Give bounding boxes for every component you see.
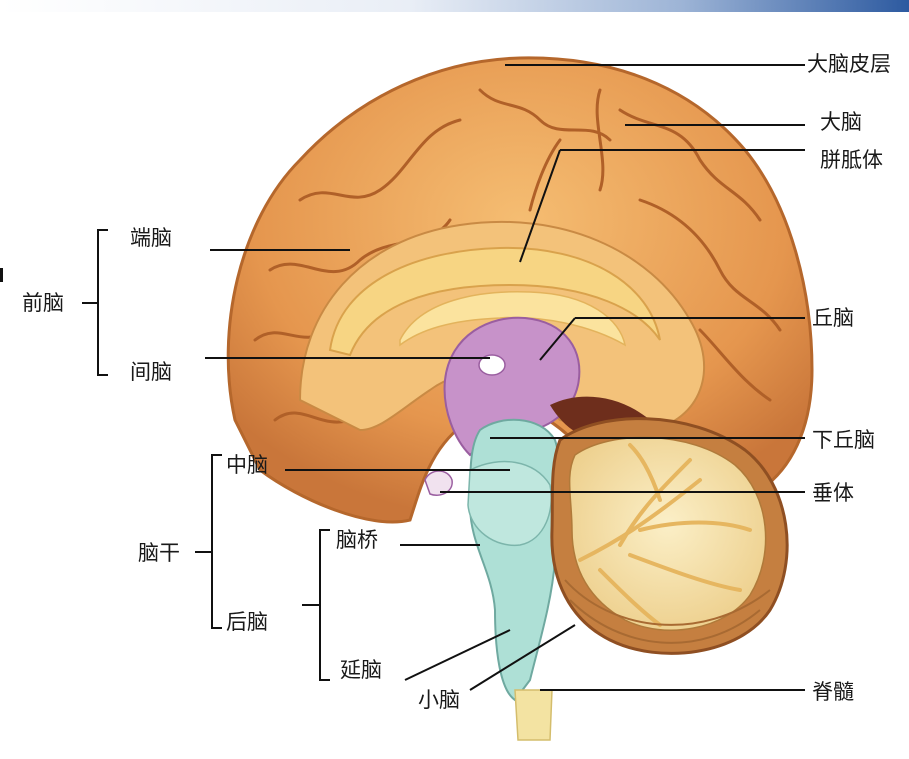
label-pons: 脑桥 xyxy=(336,530,378,551)
label-telencephalon: 端脑 xyxy=(130,228,172,249)
label-brainstem: 脑干 xyxy=(138,543,180,564)
label-forebrain: 前脑 xyxy=(22,293,64,314)
label-cerebrum: 大脑 xyxy=(820,112,862,133)
label-spinal-cord: 脊髓 xyxy=(812,682,854,703)
label-hindbrain: 后脑 xyxy=(226,612,268,633)
label-hypothalamus: 下丘脑 xyxy=(812,430,875,451)
label-cerebral-cortex: 大脑皮层 xyxy=(807,54,891,75)
label-diencephalon: 间脑 xyxy=(130,362,172,383)
label-cerebellum: 小脑 xyxy=(418,690,460,711)
label-thalamus: 丘脑 xyxy=(812,308,854,329)
label-medulla: 延脑 xyxy=(340,660,382,681)
label-midbrain: 中脑 xyxy=(226,455,268,476)
label-pituitary: 垂体 xyxy=(812,483,854,504)
spinal-cord-shape xyxy=(515,690,552,740)
label-corpus-callosum: 胼胝体 xyxy=(820,150,883,171)
